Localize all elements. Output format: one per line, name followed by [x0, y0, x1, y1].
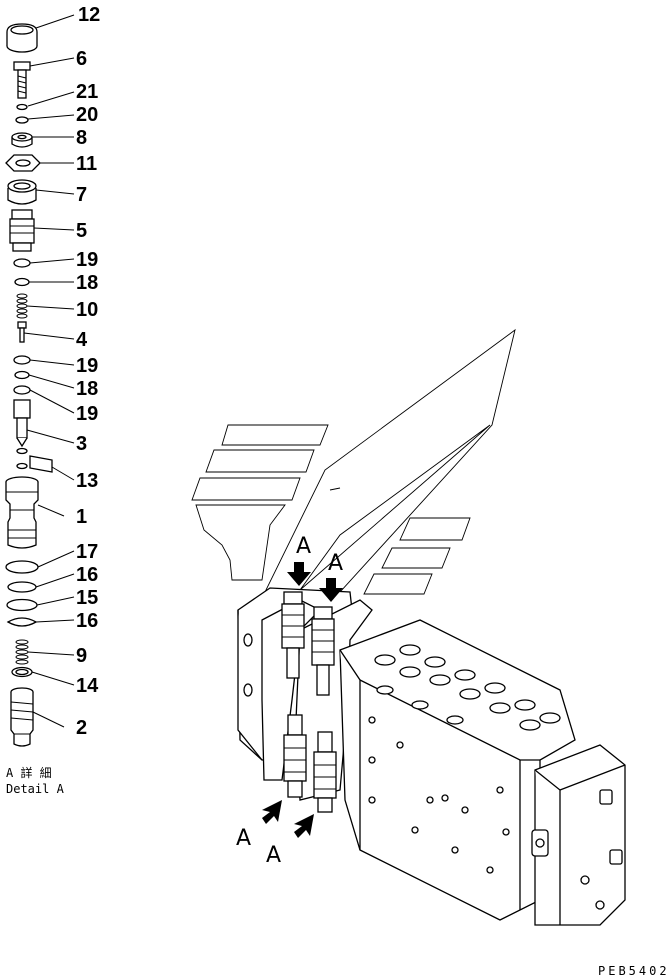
part-poppet-3	[13, 399, 31, 448]
callout-3: 3	[76, 433, 87, 455]
part-spring-10	[16, 293, 28, 319]
part-ring-19a	[13, 258, 31, 268]
callout-21: 21	[76, 81, 98, 103]
relief-valve-upper-2	[311, 606, 335, 696]
callout-20: 20	[76, 104, 98, 126]
callout-2: 2	[76, 717, 87, 739]
arrow-up-2	[294, 814, 314, 838]
callout-1: 1	[76, 506, 87, 528]
arrow-label-a-1: A	[296, 534, 311, 559]
part-ring-19c	[13, 385, 31, 395]
side-bolt-holes	[368, 716, 510, 874]
callout-16: 16	[76, 610, 98, 632]
callout-7: 7	[76, 184, 87, 206]
detail-caption: A 詳 細 Detail A	[6, 765, 65, 796]
callout-19: 19	[76, 403, 98, 425]
part-cap-12	[6, 23, 38, 53]
callout-8: 8	[76, 127, 87, 149]
callout-leaders	[23, 14, 75, 728]
detail-title-en: Detail A	[6, 782, 65, 796]
part-ring-18a	[14, 277, 30, 287]
part-ring-19b	[13, 355, 31, 365]
callout-12: 12	[78, 4, 100, 26]
part-pin-4	[17, 321, 27, 343]
callout-13: 13	[76, 470, 98, 492]
part-ring-16b	[6, 617, 38, 627]
arrow-label-a-3: A	[236, 826, 251, 851]
arrow-up-1	[262, 800, 282, 824]
part-locknut-7	[7, 179, 37, 205]
control-valve-assembly	[237, 587, 626, 926]
arrow-down-1	[287, 562, 311, 586]
part-ring-16a	[7, 581, 37, 593]
part-ring-20	[15, 116, 29, 124]
part-ring-21	[16, 103, 28, 111]
part-spring-9	[15, 639, 29, 665]
callout-14: 14	[76, 675, 99, 697]
callout-18: 18	[76, 272, 98, 294]
part-ring-17	[5, 560, 39, 574]
callout-5: 5	[76, 220, 87, 242]
callout-11: 11	[76, 153, 97, 175]
part-bolt-6	[13, 61, 31, 99]
part-label-13	[29, 455, 53, 473]
callout-16: 16	[76, 564, 98, 586]
callout-6: 6	[76, 48, 87, 70]
callout-numbers: 12 6 21 20 8 11 7 5 19 18 10 4 19 18 19 …	[76, 4, 100, 739]
port-holes	[374, 644, 561, 731]
callout-15: 15	[76, 587, 98, 609]
callout-17: 17	[76, 541, 98, 563]
callout-18: 18	[76, 378, 98, 400]
exploded-parts-column	[5, 23, 53, 747]
part-nut-8	[11, 132, 33, 148]
view-arrows: A A A A	[236, 534, 343, 868]
part-ring-18b	[14, 370, 30, 380]
drawing-code: PEB5402	[598, 964, 668, 978]
arrow-label-a-2: A	[328, 551, 343, 576]
relief-valve-lower-1	[283, 714, 307, 798]
part-ring-15	[6, 598, 38, 612]
arrow-down-2	[319, 578, 343, 602]
callout-19: 19	[76, 249, 98, 271]
watermark-logo	[191, 328, 516, 595]
relief-valve-upper-1	[281, 591, 305, 679]
callout-4: 4	[76, 329, 88, 351]
part-body-1	[5, 476, 39, 549]
part-plate-11	[5, 154, 41, 172]
part-sleeve-5	[9, 209, 35, 252]
callout-10: 10	[76, 299, 98, 321]
arrow-label-a-4: A	[266, 843, 281, 868]
part-plug-2	[10, 687, 34, 747]
detail-title-jp: A 詳 細	[6, 765, 52, 780]
callout-9: 9	[76, 645, 87, 667]
relief-valve-lower-2	[313, 731, 337, 813]
callout-19: 19	[76, 355, 98, 377]
